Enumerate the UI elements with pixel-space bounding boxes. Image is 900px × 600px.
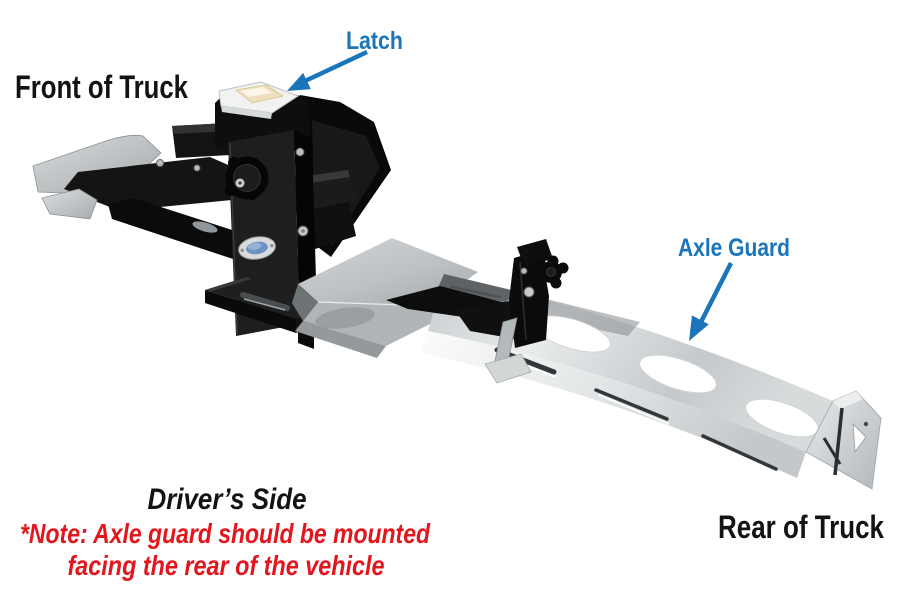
latch-callout-arrow (287, 49, 368, 91)
note-line-1: *Note: Axle guard should be mounted (20, 518, 431, 549)
cradle-bolt (193, 164, 201, 172)
clamp-bolt (523, 286, 535, 298)
axle-guard-callout-arrow (689, 261, 734, 341)
axle-guard-end-cap (805, 390, 882, 490)
end-cap-triangle-cutout (852, 422, 867, 454)
front-of-truck-label: Front of Truck (15, 69, 188, 105)
axle-guard-arrow-line (698, 261, 734, 324)
base-slot (240, 292, 290, 311)
axle-clamp (386, 239, 569, 384)
axle-guard-side-slot (701, 434, 778, 471)
star-knob (534, 255, 569, 289)
axle-guard-arrow-head-icon (689, 315, 709, 341)
clamp-bolt (520, 267, 528, 275)
wheel-chock-illustration (32, 81, 882, 490)
drivers-side-label: Driver’s Side (148, 483, 307, 516)
axle-guard-callout-label: Axle Guard (678, 234, 790, 262)
latch-callout-label: Latch (346, 27, 403, 55)
rear-of-truck-label: Rear of Truck (718, 509, 884, 545)
cradle-support-plate (64, 157, 260, 211)
latch-arrow-line (304, 49, 368, 84)
latch-plate (218, 81, 300, 119)
end-cap-bolt-hole (863, 421, 869, 427)
latch-arrow-head-icon (287, 72, 311, 91)
note-line-2: facing the rear of the vehicle (68, 550, 385, 581)
cradle-lower-wing-plate (41, 188, 98, 220)
axle-guard-top-slot (450, 285, 502, 299)
axle-guard-oval-cutout (639, 354, 717, 394)
brand-badge (238, 236, 276, 260)
tower-bolt (295, 147, 305, 157)
cradle-bolt (156, 159, 164, 167)
axle-guard-side-slot (594, 388, 669, 421)
clamp-foot (484, 353, 532, 384)
front-wheel-cradle (32, 134, 312, 280)
adjustment-knob (225, 156, 269, 200)
latch-tower (215, 95, 317, 336)
frame-arm-cutout (192, 221, 218, 233)
tower-bolt-center (301, 229, 305, 233)
